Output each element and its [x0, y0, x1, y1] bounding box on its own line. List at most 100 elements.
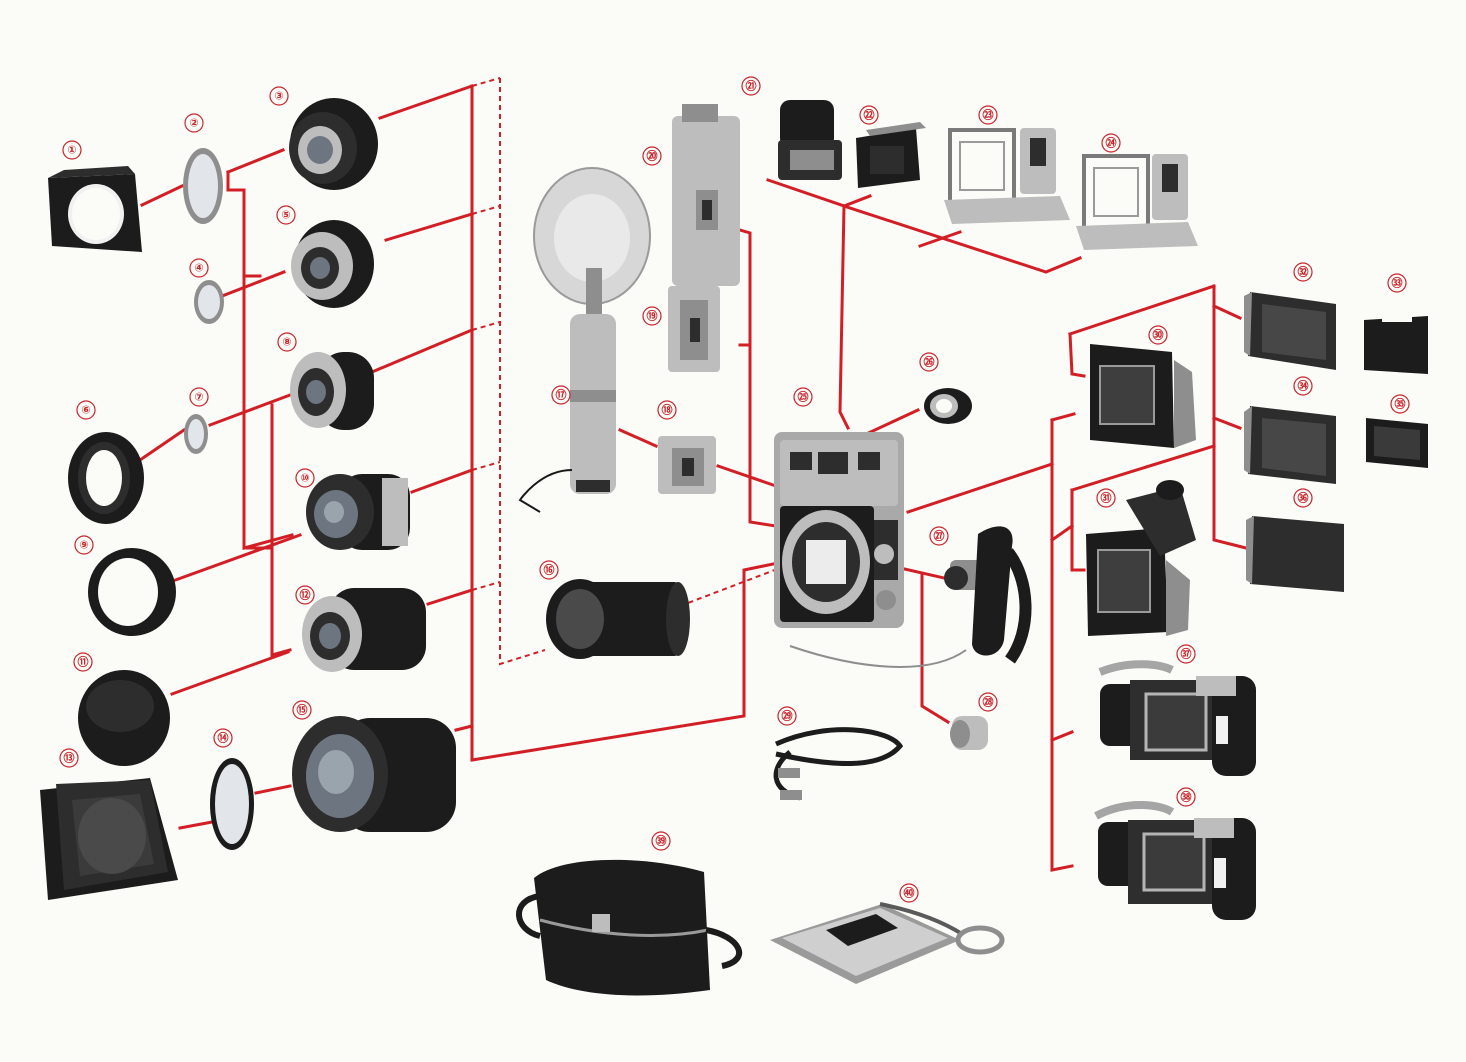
svg-text:㉝: ㉝ — [1392, 276, 1403, 290]
parts-illustrations — [40, 98, 1428, 996]
lens-icon — [289, 98, 378, 190]
svg-text:⑫: ⑫ — [300, 588, 311, 602]
svg-text:㉓: ㉓ — [983, 108, 994, 122]
part-badge-28: ㉘ — [978, 692, 998, 712]
camera-body-icon — [774, 432, 904, 628]
svg-text:㉔: ㉔ — [1106, 136, 1117, 150]
svg-text:㉜: ㉜ — [1298, 265, 1309, 279]
flash-gun-icon — [518, 167, 651, 513]
part-badge-9: ⑨ — [74, 535, 94, 555]
part-badge-7: ⑦ — [189, 387, 209, 407]
svg-text:③: ③ — [274, 90, 283, 103]
part-badge-31: ㉛ — [1096, 488, 1116, 508]
film-cutter-icon — [770, 902, 1005, 984]
part-badge-12: ⑫ — [295, 585, 315, 605]
part-badge-36: ㊱ — [1293, 488, 1313, 508]
svg-text:㉕: ㉕ — [798, 390, 809, 404]
part-badge-29: ㉙ — [777, 706, 797, 726]
svg-text:㉙: ㉙ — [782, 709, 793, 723]
lens-hood-icon — [88, 548, 176, 636]
svg-text:⑳: ⑳ — [647, 149, 658, 163]
part-badge-16: ⑯ — [539, 560, 559, 580]
cable-release-knob-icon — [950, 716, 988, 750]
part-badge-33: ㉝ — [1387, 273, 1407, 293]
pistol-grip-icon — [789, 526, 1032, 668]
svg-text:⑬: ⑬ — [64, 751, 75, 765]
svg-text:㉑: ㉑ — [746, 79, 757, 93]
svg-text:⑦: ⑦ — [194, 391, 203, 404]
part-badge-26: ㉖ — [919, 352, 939, 372]
svg-text:⑲: ⑲ — [647, 309, 658, 323]
part-badge-3: ③ — [269, 86, 289, 106]
lens-icon — [290, 352, 374, 430]
flash-bracket-icon — [658, 436, 716, 494]
lens-hood-square-icon — [40, 778, 178, 900]
svg-text:②: ② — [189, 117, 198, 130]
lens-hood-icon — [68, 432, 144, 524]
extension-tube-icon — [546, 579, 690, 659]
svg-text:㊱: ㊱ — [1298, 491, 1309, 505]
part-badge-4: ④ — [189, 258, 209, 278]
svg-text:①: ① — [67, 144, 76, 157]
part-badge-8: ⑧ — [277, 332, 297, 352]
part-badge-32: ㉜ — [1293, 262, 1313, 282]
filter-ring-icon — [194, 280, 224, 324]
roll-film-back-icon — [1094, 801, 1256, 920]
film-holder-icon — [1246, 516, 1344, 592]
frame-finder-icon — [944, 128, 1070, 224]
part-badge-20: ⑳ — [642, 146, 662, 166]
part-badge-25: ㉕ — [793, 387, 813, 407]
part-badge-13: ⑬ — [59, 748, 79, 768]
flash-bracket-icon — [668, 286, 720, 372]
part-badge-38: ㊳ — [1176, 787, 1196, 807]
svg-text:④: ④ — [194, 262, 203, 275]
svg-text:㊲: ㊲ — [1181, 647, 1192, 661]
svg-text:⑤: ⑤ — [281, 209, 290, 222]
part-badge-19: ⑲ — [642, 306, 662, 326]
svg-text:㉛: ㉛ — [1101, 491, 1112, 505]
lens-icon — [302, 588, 426, 672]
svg-text:㉒: ㉒ — [864, 108, 875, 122]
flash-bracket-long-icon — [672, 104, 740, 286]
svg-text:⑩: ⑩ — [300, 472, 309, 485]
film-holder-icon — [1244, 292, 1336, 370]
svg-text:㉗: ㉗ — [934, 529, 945, 543]
part-badge-24: ㉔ — [1101, 133, 1121, 153]
filter-ring-icon — [183, 148, 223, 224]
svg-text:⑱: ⑱ — [662, 403, 673, 417]
part-badge-22: ㉒ — [859, 105, 879, 125]
filter-ring-icon — [184, 414, 208, 454]
dark-slide-icon — [1364, 312, 1428, 374]
viewfinder-icon — [856, 122, 926, 188]
svg-text:㉟: ㉟ — [1395, 397, 1406, 411]
part-badge-34: ㉞ — [1293, 376, 1313, 396]
part-badge-30: ㉚ — [1148, 325, 1168, 345]
part-badge-37: ㊲ — [1176, 644, 1196, 664]
part-badge-10: ⑩ — [295, 468, 315, 488]
part-number-badges: ① ② ③ ④ ⑤ ⑥ ⑦ ⑧ ⑨ ⑩ ⑪ ⑫ ⑬ ⑭ ⑮ ⑯ ⑰ ⑱ ⑲ ⑳ … — [59, 76, 1410, 903]
svg-text:⑯: ⑯ — [544, 563, 555, 577]
lens-icon — [306, 474, 410, 550]
svg-text:㉖: ㉖ — [924, 355, 935, 369]
roll-film-back-icon — [1098, 660, 1256, 776]
svg-text:⑭: ⑭ — [218, 731, 229, 745]
dark-slide-icon — [1366, 418, 1428, 468]
camera-case-icon — [516, 859, 743, 996]
svg-text:㊴: ㊴ — [656, 834, 667, 848]
neck-strap-icon — [773, 727, 904, 801]
svg-text:㉘: ㉘ — [983, 695, 994, 709]
svg-text:㉚: ㉚ — [1153, 328, 1164, 342]
part-badge-6: ⑥ — [76, 400, 96, 420]
film-back-icon — [1090, 344, 1196, 448]
film-holder-icon — [1244, 406, 1336, 484]
part-badge-21: ㉑ — [741, 76, 761, 96]
svg-text:㊵: ㊵ — [904, 886, 915, 900]
part-badge-18: ⑱ — [657, 400, 677, 420]
part-badge-17: ⑰ — [551, 385, 571, 405]
part-badge-23: ㉓ — [978, 105, 998, 125]
part-badge-15: ⑮ — [292, 700, 312, 720]
svg-text:⑰: ⑰ — [556, 388, 567, 402]
svg-text:⑮: ⑮ — [297, 703, 308, 717]
